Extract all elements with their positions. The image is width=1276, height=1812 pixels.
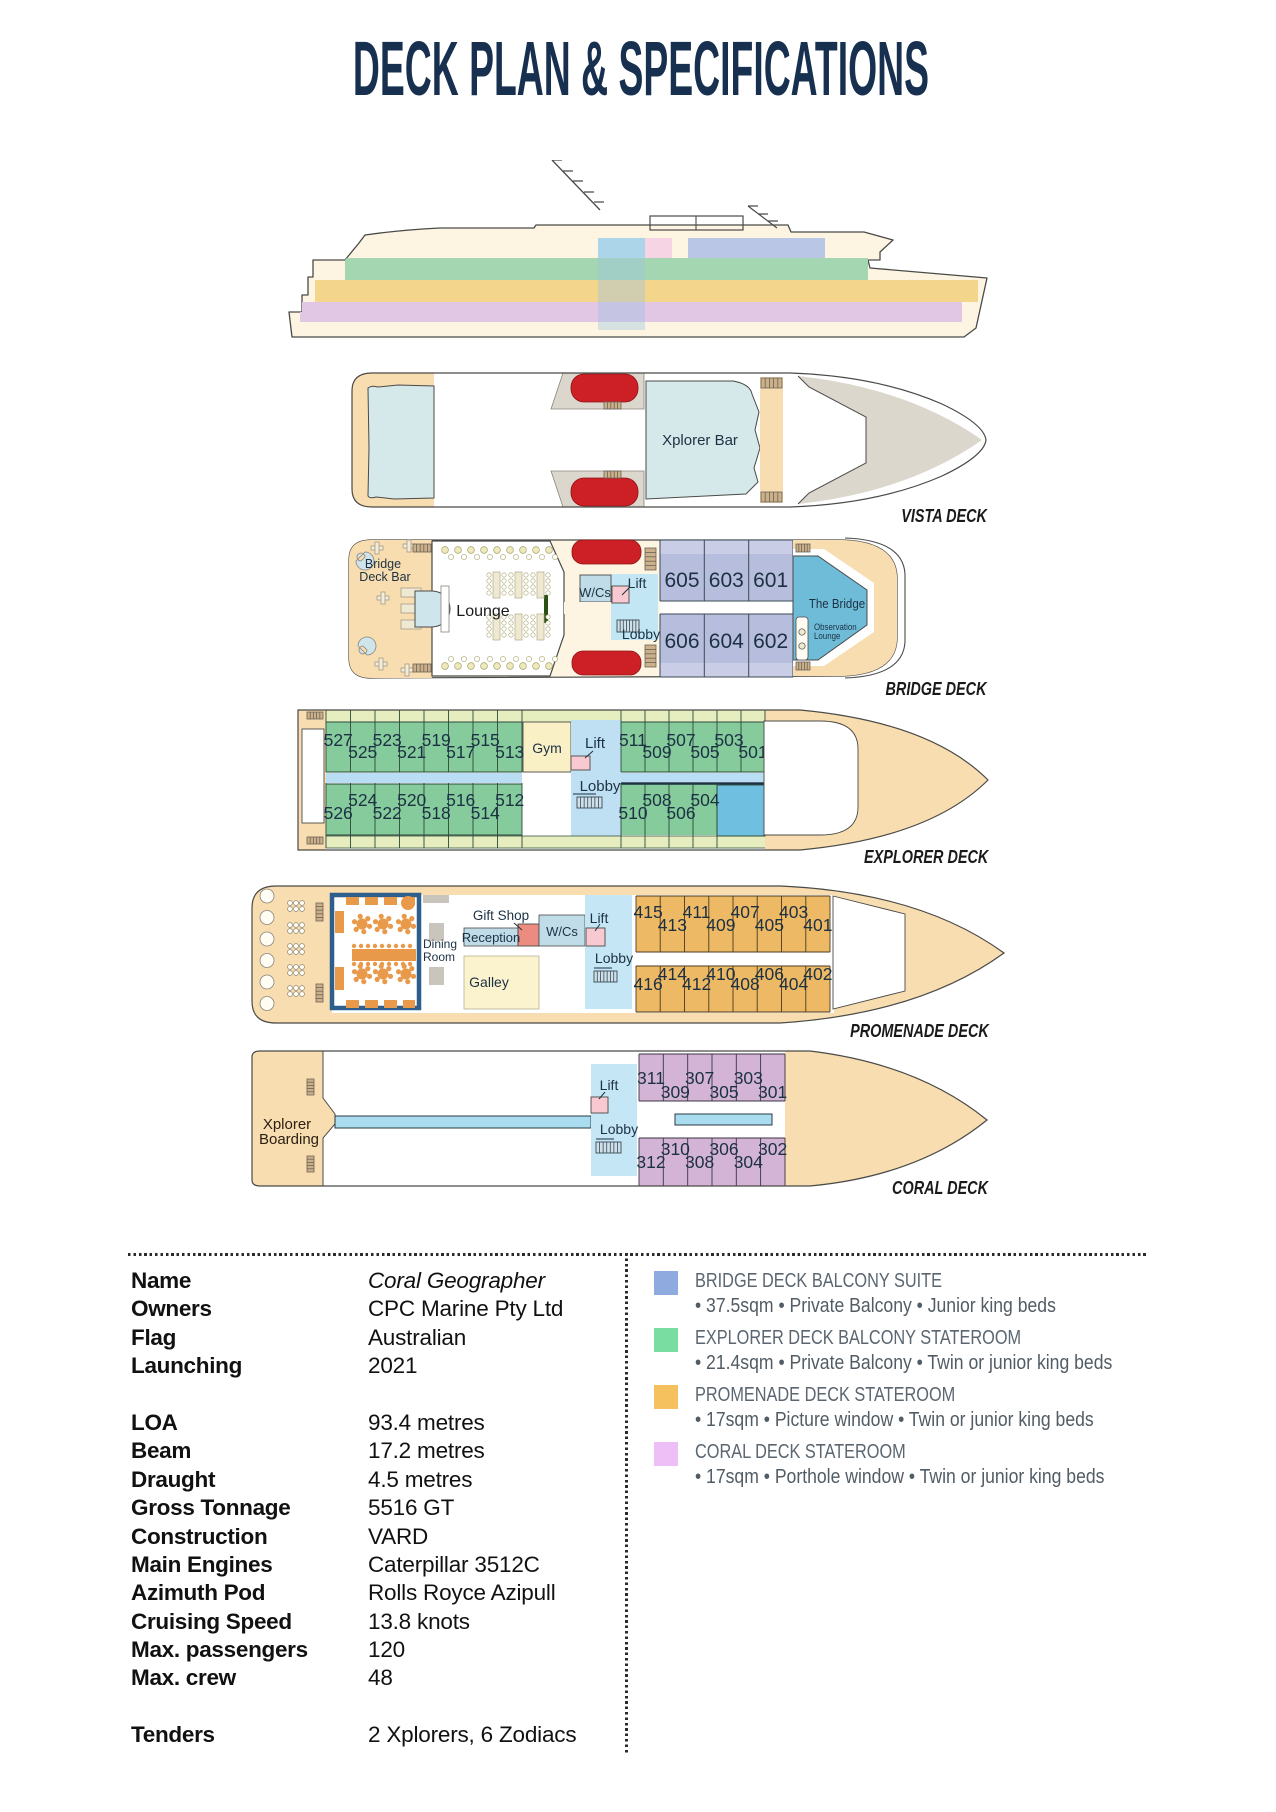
svg-text:Lift: Lift [628, 575, 647, 591]
svg-text:601: 601 [753, 569, 788, 592]
svg-text:Deck Bar: Deck Bar [359, 570, 410, 584]
svg-text:Gift Shop: Gift Shop [473, 908, 529, 923]
svg-text:403: 403 [779, 902, 808, 922]
svg-text:509: 509 [642, 742, 671, 762]
svg-text:Lobby: Lobby [580, 778, 621, 795]
svg-text:507: 507 [666, 730, 695, 750]
svg-text:515: 515 [471, 730, 500, 750]
svg-text:524: 524 [348, 790, 377, 810]
svg-text:505: 505 [690, 742, 719, 762]
svg-text:The Bridge: The Bridge [809, 597, 866, 612]
svg-text:306: 306 [709, 1139, 738, 1159]
svg-text:415: 415 [633, 902, 662, 922]
svg-text:308: 308 [685, 1152, 714, 1172]
svg-text:Room: Room [423, 950, 455, 964]
svg-text:Boarding: Boarding [259, 1131, 319, 1148]
svg-text:514: 514 [471, 803, 500, 823]
svg-text:602: 602 [753, 630, 788, 653]
svg-text:503: 503 [714, 730, 743, 750]
svg-text:Xplorer: Xplorer [263, 1116, 311, 1133]
svg-text:521: 521 [397, 742, 426, 762]
svg-text:504: 504 [690, 790, 719, 810]
svg-text:408: 408 [730, 974, 759, 994]
svg-text:402: 402 [803, 964, 832, 984]
svg-text:Lift: Lift [600, 1077, 619, 1093]
svg-text:W/Cs: W/Cs [579, 585, 611, 600]
svg-text:414: 414 [658, 964, 687, 984]
svg-text:Lounge: Lounge [456, 603, 509, 620]
svg-text:401: 401 [803, 915, 832, 935]
svg-text:Reception: Reception [462, 930, 521, 945]
svg-text:512: 512 [495, 790, 524, 810]
svg-text:501: 501 [738, 742, 767, 762]
svg-text:523: 523 [373, 730, 402, 750]
svg-text:520: 520 [397, 790, 426, 810]
svg-text:Lobby: Lobby [600, 1121, 638, 1137]
svg-text:516: 516 [446, 790, 475, 810]
svg-text:W/Cs: W/Cs [546, 924, 578, 939]
svg-text:410: 410 [706, 964, 735, 984]
svg-text:519: 519 [422, 730, 451, 750]
svg-text:522: 522 [373, 803, 402, 823]
svg-text:Observation: Observation [814, 622, 857, 633]
svg-text:405: 405 [755, 915, 784, 935]
svg-text:517: 517 [446, 742, 475, 762]
svg-text:513: 513 [495, 742, 524, 762]
svg-text:413: 413 [658, 915, 687, 935]
svg-text:604: 604 [709, 630, 744, 653]
svg-text:508: 508 [642, 790, 671, 810]
svg-text:Dining: Dining [423, 937, 457, 951]
svg-text:309: 309 [661, 1082, 690, 1102]
svg-text:312: 312 [636, 1152, 665, 1172]
svg-text:310: 310 [661, 1139, 690, 1159]
svg-text:Xplorer Bar: Xplorer Bar [662, 432, 738, 449]
svg-text:304: 304 [734, 1152, 763, 1172]
svg-text:305: 305 [709, 1082, 738, 1102]
svg-text:506: 506 [666, 803, 695, 823]
svg-text:Bridge: Bridge [365, 557, 401, 571]
svg-text:407: 407 [730, 902, 759, 922]
svg-text:511: 511 [619, 730, 647, 750]
svg-text:Lobby: Lobby [595, 950, 633, 966]
svg-text:Gym: Gym [532, 740, 562, 756]
svg-text:Lift: Lift [590, 910, 609, 926]
svg-text:Galley: Galley [469, 974, 509, 990]
svg-text:411: 411 [683, 902, 711, 922]
svg-text:603: 603 [709, 569, 744, 592]
svg-text:Lounge: Lounge [814, 631, 841, 642]
svg-text:406: 406 [755, 964, 784, 984]
svg-text:527: 527 [324, 730, 353, 750]
svg-text:409: 409 [706, 915, 735, 935]
svg-text:525: 525 [348, 742, 377, 762]
svg-text:606: 606 [664, 630, 699, 653]
svg-text:605: 605 [664, 569, 699, 592]
svg-text:301: 301 [758, 1082, 787, 1102]
svg-text:311: 311 [637, 1068, 665, 1088]
svg-text:526: 526 [324, 803, 353, 823]
svg-text:518: 518 [422, 803, 451, 823]
svg-text:303: 303 [734, 1068, 763, 1088]
svg-text:307: 307 [685, 1068, 714, 1088]
svg-text:Lobby: Lobby [622, 626, 660, 642]
svg-text:Lift: Lift [585, 735, 606, 752]
svg-text:510: 510 [618, 803, 647, 823]
svg-text:412: 412 [682, 974, 711, 994]
svg-text:404: 404 [779, 974, 808, 994]
svg-text:416: 416 [633, 974, 662, 994]
svg-text:302: 302 [758, 1139, 787, 1159]
